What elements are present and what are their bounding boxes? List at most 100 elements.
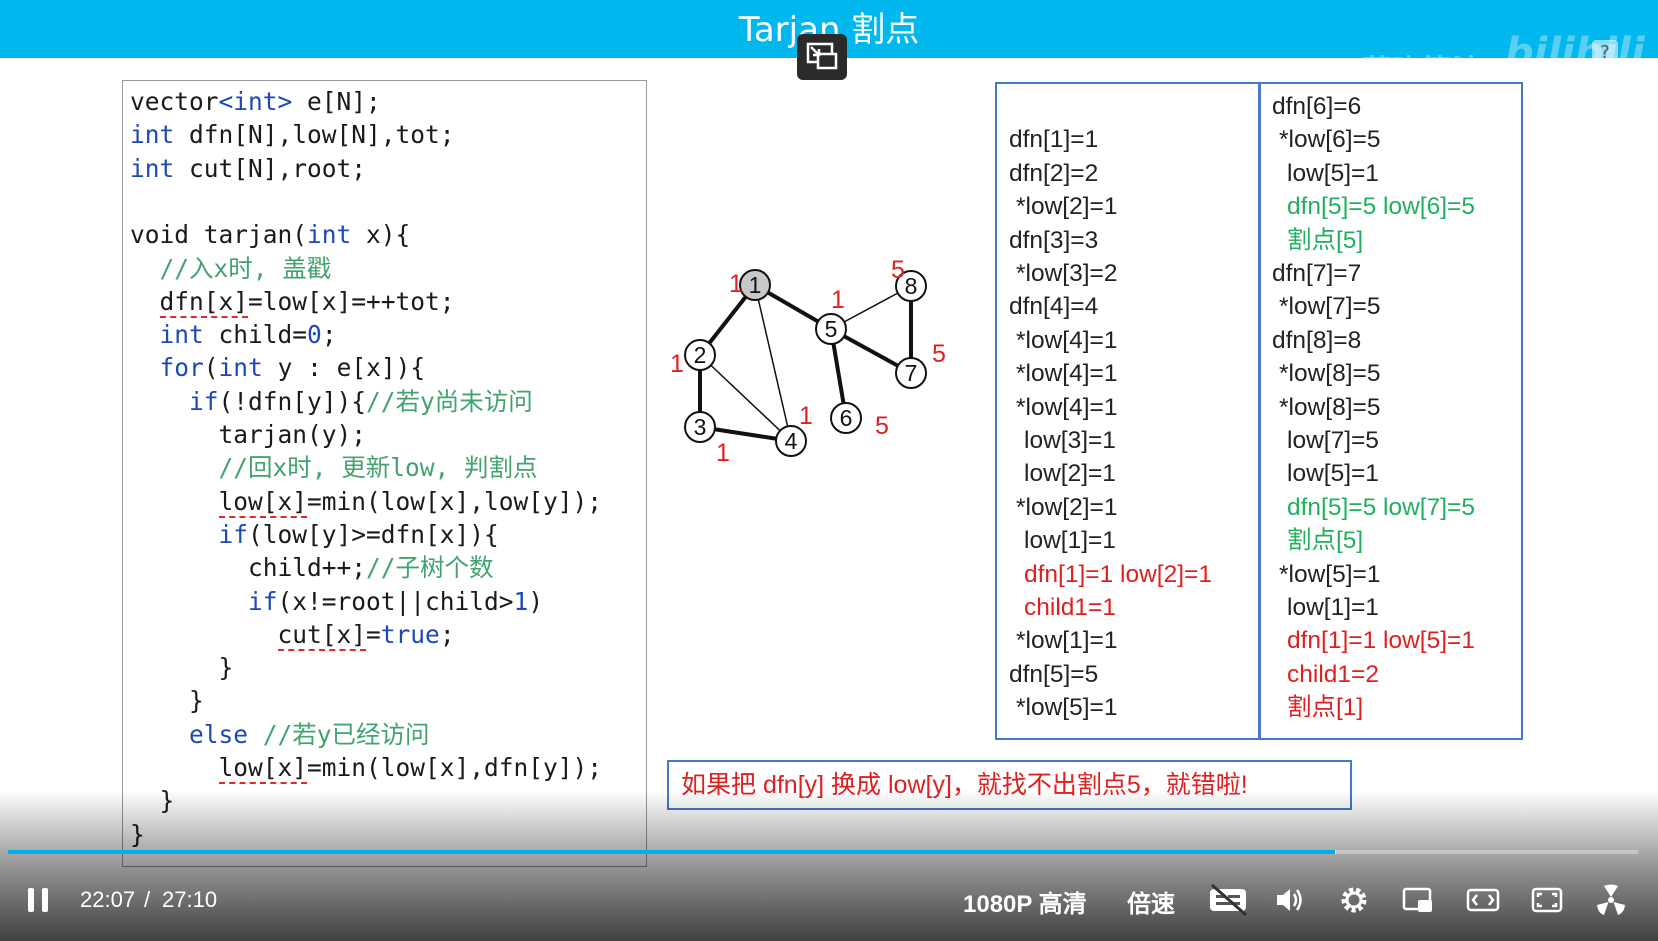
code-token: (	[203, 353, 219, 383]
code-token	[130, 587, 248, 616]
graph-low-label: 1	[670, 350, 684, 378]
help-icon[interactable]: ?	[1592, 40, 1618, 66]
trace-line: dfn[1]=1	[1009, 126, 1099, 154]
code-line: }	[130, 684, 204, 718]
code-token: if	[189, 386, 219, 416]
graph-node	[684, 411, 716, 443]
code-token: //入x时, 盖戳	[130, 253, 332, 283]
code-line: else //若y已经访问	[130, 718, 430, 752]
graph-low-label: 5	[875, 412, 889, 440]
graph-node	[830, 402, 862, 434]
code-token: (x!=root||child>	[277, 586, 514, 616]
code-line: if(!dfn[y]){//若y尚未访问	[130, 385, 533, 419]
graph-node-label: 7	[905, 360, 918, 386]
trace-line: *low[4]=1	[1016, 360, 1118, 388]
code-token: <int>	[218, 87, 293, 116]
time-separator: /	[144, 887, 151, 912]
mini-player-icon[interactable]	[1401, 883, 1435, 917]
code-line: dfn[x]=low[x]=++tot;	[130, 285, 455, 319]
danmaku-icon[interactable]	[1594, 883, 1628, 917]
trace-line: low[5]=1	[1287, 159, 1379, 187]
code-line: int cut[N],root;	[130, 152, 366, 186]
trace-line: low[5]=1	[1287, 460, 1379, 488]
code-token: int	[130, 153, 175, 183]
code-line: vector<int> e[N];	[130, 85, 381, 119]
code-token: dfn[N],low[N],tot;	[174, 120, 455, 150]
code-token	[130, 720, 189, 749]
code-token: x){	[351, 220, 411, 250]
trace-line: dfn[3]=3	[1009, 226, 1099, 254]
graph-low-label: 1	[729, 270, 743, 298]
trace-line: *low[8]=5	[1279, 393, 1381, 421]
graph-node	[739, 269, 771, 301]
graph-low-label: 1	[716, 439, 730, 467]
trace-line: dfn[8]=8	[1272, 326, 1362, 354]
speed-button[interactable]: 倍速	[1127, 891, 1175, 918]
duration: 27:10	[162, 887, 218, 912]
trace-line: *low[5]=1	[1016, 694, 1118, 722]
code-line: }	[130, 651, 234, 685]
code-token: =	[366, 619, 381, 649]
trace-line: low[1]=1	[1287, 594, 1379, 621]
graph-node	[684, 339, 716, 371]
subtitle-icon[interactable]	[1208, 883, 1250, 917]
graph-node	[775, 425, 807, 457]
trace-line: *low[4]=1	[1016, 393, 1118, 421]
code-line: if(x!=root||child>1)	[130, 585, 543, 619]
graph-edge	[754, 284, 792, 442]
graph-node-label: 4	[785, 428, 798, 454]
code-line: void tarjan(int x){	[130, 218, 410, 252]
code-token: int	[159, 320, 204, 350]
graph-node-label: 1	[749, 272, 762, 298]
code-line: low[x]=min(low[x],low[y]);	[130, 485, 602, 519]
code-token	[130, 320, 160, 349]
trace-line: dfn[5]=5 low[7]=5	[1287, 493, 1475, 521]
code-token: =min(low[x],dfn[y]);	[307, 753, 603, 782]
trace-line: *low[2]=1	[1016, 493, 1118, 521]
progress-bar[interactable]	[8, 850, 1638, 854]
graph-low-label: 5	[891, 256, 905, 284]
trace-line: dfn[7]=7	[1272, 260, 1362, 287]
trace-line: dfn[2]=2	[1009, 159, 1099, 187]
code-token: cut[x]	[277, 619, 367, 651]
code-token: //若y尚未访问	[366, 386, 533, 416]
graph-node	[815, 313, 847, 345]
trace-line: 割点[5]	[1287, 527, 1364, 555]
code-line: //入x时, 盖戳	[130, 252, 332, 286]
code-token: ;	[439, 619, 455, 649]
graph-node-label: 6	[840, 405, 853, 431]
code-token: (!dfn[y]){	[218, 386, 367, 416]
trace-line: child1=1	[1024, 594, 1116, 621]
graph-node	[895, 270, 927, 302]
code-token: for	[159, 353, 204, 383]
trace-line: low[2]=1	[1024, 460, 1116, 488]
settings-icon[interactable]	[1337, 883, 1371, 917]
trace-line: *low[4]=1	[1016, 326, 1118, 354]
fullscreen-icon[interactable]	[1530, 883, 1564, 917]
quality-button[interactable]: 1080P 高清	[963, 891, 1087, 918]
bilibili-logo: bilibili	[1505, 30, 1645, 76]
code-token: child++;	[130, 553, 367, 583]
code-token: low[x]	[218, 753, 308, 784]
trace-line: *low[5]=1	[1279, 560, 1381, 588]
trace-line: low[7]=5	[1287, 427, 1379, 454]
exit-pip-button[interactable]	[797, 34, 847, 80]
code-token: if	[218, 519, 249, 549]
pause-icon[interactable]	[22, 883, 56, 917]
code-token: }	[130, 653, 234, 683]
trace-line: dfn[6]=6	[1272, 93, 1362, 120]
code-token: void tarjan(	[130, 220, 308, 250]
graph-low-label: 1	[799, 402, 813, 430]
code-panel: vector<int> e[N];int dfn[N],low[N],tot;i…	[122, 80, 647, 867]
trace-line: *low[2]=1	[1016, 193, 1118, 221]
code-token: }	[130, 686, 204, 716]
code-line: int child=0;	[130, 318, 337, 352]
widescreen-icon[interactable]	[1466, 883, 1500, 917]
progress-fill	[8, 850, 1335, 854]
volume-icon[interactable]	[1273, 883, 1307, 917]
code-token: e[N];	[292, 87, 381, 116]
exit-pip-icon	[806, 42, 838, 70]
code-token	[130, 353, 160, 382]
trace-line: 割点[5]	[1287, 226, 1364, 254]
